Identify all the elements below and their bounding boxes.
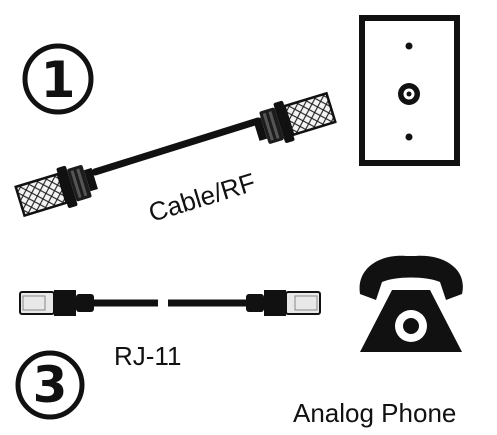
- wall-plate-screw-top: [405, 42, 413, 50]
- analog-phone-icon: [359, 255, 463, 352]
- analog-phone-label: Analog Phone: [293, 398, 456, 428]
- rj11-plug-left: [19, 290, 94, 316]
- coax-connector-left: [14, 165, 98, 218]
- phone-handset: [359, 255, 463, 300]
- step-1-badge: 1: [22, 43, 94, 115]
- rj11-cable-icon: [19, 290, 321, 316]
- coax-cable-line: [91, 117, 262, 176]
- cable-rf-label: Cable/RF: [145, 167, 259, 228]
- rj11-label: RJ-11: [114, 341, 181, 371]
- step-3-badge: 3: [15, 350, 85, 420]
- rj11-plug-right: [246, 290, 321, 316]
- coax-connector-right: [253, 91, 337, 144]
- step-1-number: 1: [41, 51, 76, 109]
- coax-wall-outlet-icon: [359, 15, 460, 166]
- wall-plate-screw-bottom: [405, 133, 413, 141]
- coax-cable-icon: [14, 91, 337, 218]
- step-3-number: 3: [33, 356, 68, 414]
